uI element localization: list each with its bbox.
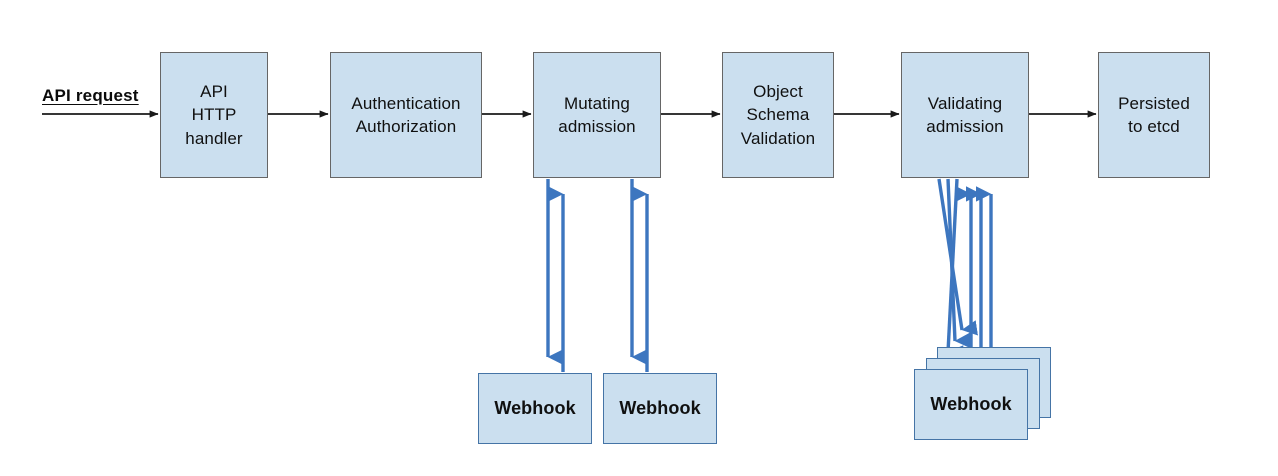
webhook-box-mutating-1[interactable]: Webhook bbox=[478, 373, 592, 444]
node-validating-admission[interactable]: Validating admission bbox=[901, 52, 1029, 178]
node-label: Authentication Authorization bbox=[351, 93, 461, 136]
arrow-validating-call-webhook-1 bbox=[946, 178, 964, 361]
node-label: API HTTP handler bbox=[185, 81, 243, 148]
node-label: Mutating admission bbox=[558, 93, 636, 136]
webhook-label: Webhook bbox=[619, 398, 701, 418]
node-mutating-admission[interactable]: Mutating admission bbox=[533, 52, 661, 178]
webhook-label: Webhook bbox=[494, 398, 576, 418]
webhook-box-mutating-2[interactable]: Webhook bbox=[603, 373, 717, 444]
node-persisted-to-etcd[interactable]: Persisted to etcd bbox=[1098, 52, 1210, 178]
api-request-label: API request bbox=[42, 86, 139, 105]
node-label: Validating admission bbox=[926, 93, 1004, 136]
node-label: Persisted to etcd bbox=[1118, 93, 1190, 136]
webhook-box-validating-1[interactable]: Webhook bbox=[914, 369, 1028, 440]
node-object-schema-validation[interactable]: Object Schema Validation bbox=[722, 52, 834, 178]
mutating-webhook-arrows bbox=[546, 179, 649, 372]
node-api-http-handler[interactable]: API HTTP handler bbox=[160, 52, 268, 178]
webhook-label: Webhook bbox=[930, 394, 1012, 414]
node-label: Object Schema Validation bbox=[740, 81, 816, 148]
node-authentication-authorization[interactable]: Authentication Authorization bbox=[330, 52, 482, 178]
